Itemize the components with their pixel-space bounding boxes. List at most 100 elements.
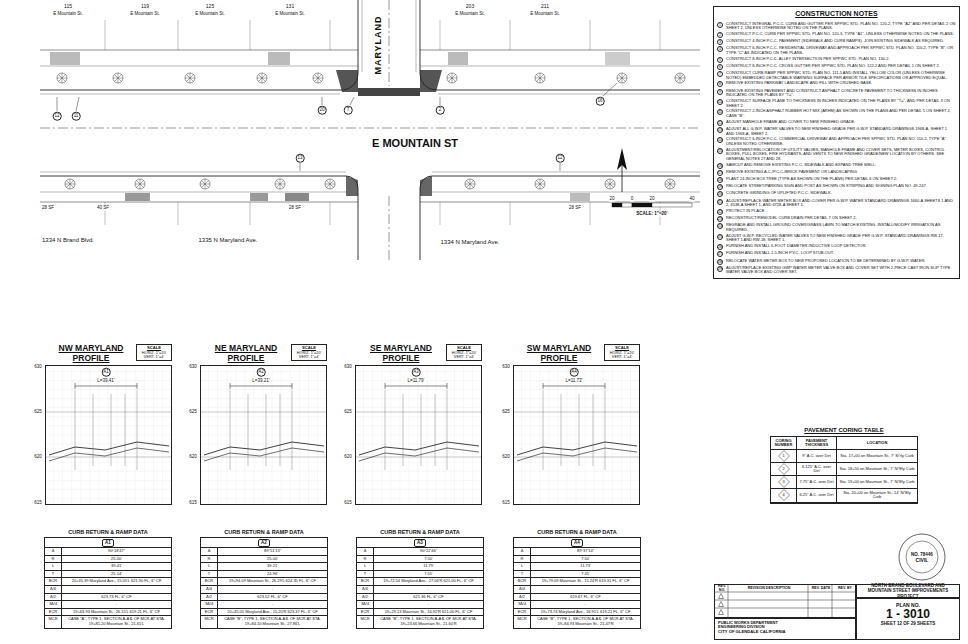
- note-row: 10CONSTRUCT SURFACE PLANE TO THICKNESS I…: [716, 98, 957, 108]
- note-row: 23RECONSTRUCT/REMODEL CURB DRAIN PER DET…: [716, 216, 957, 223]
- note-row-text: RELOCATE WATER METER BOX TO NEW PROPOSED…: [726, 259, 956, 264]
- stamp-outline: [899, 534, 945, 580]
- plan-label: 625: [34, 410, 43, 415]
- note-row-text: 28: [717, 259, 723, 265]
- table-row: R25.00': [45, 556, 171, 564]
- table-row: Δ/2619.67 FL, 6" CF: [514, 594, 640, 602]
- plan-label: 115: [64, 4, 73, 9]
- note-row-text: 24: [717, 223, 723, 229]
- table-row-text: 19+72.54 Maryland Ave., 27.06'R 621.00 F…: [374, 578, 483, 585]
- table-row: ECR19+29.13 Mountain St., 16.92'R 621.00…: [357, 609, 483, 617]
- table-row-text: -: [531, 586, 640, 593]
- scale-box-text: VERT. 1"=4': [292, 355, 326, 359]
- table-row-text: CASE "A", TYPE 1, SECTION A-A ℄ OF MCR A…: [62, 616, 171, 627]
- plan-label: 28 SF: [568, 206, 581, 211]
- sidewalk-fill: [570, 193, 590, 201]
- revision-grid: [719, 602, 724, 607]
- table-cell-text: 9" A.C. over Dirt: [802, 454, 831, 459]
- table-row-text: -: [374, 586, 483, 593]
- note-row: 17REMOVE EXISTING A.C./P.C.C./BRICK PAVE…: [716, 169, 957, 176]
- note-row-text: ADJUST/REPLACE EXISTING GWP WATER METER …: [726, 266, 956, 275]
- table-row: Δ90°18'47": [45, 548, 171, 556]
- scale-box-text: HORIZ. 1"=20': [292, 351, 326, 355]
- table-header-cell: CORING NUMBER: [771, 437, 797, 450]
- note-row-text: CONSTRUCT 4-INCH P.C.C. PAVEMENT (SIDEWA…: [726, 39, 956, 44]
- table-row-text: 25.00': [62, 556, 171, 563]
- table-cell: Sta. 18+50 on Mountain St., 7' N/'Ely Cu…: [837, 463, 917, 476]
- table-cell: Sta. 20+00 on Mountain St., 14' N/'Ely C…: [837, 489, 917, 502]
- table-row: Δ/2621.36 FL, 6" CF: [357, 594, 483, 602]
- note-row: 29ADJUST/REPLACE EXISTING GWP WATER METE…: [716, 265, 957, 275]
- table-row: ECR20+45.05 Maryland Ave., 15.20'R 623.3…: [201, 609, 327, 617]
- note-row: 18PLANT 24-INCH BOX TREE (TYPE AS SHOWN …: [716, 176, 957, 183]
- callout-number: 12: [556, 154, 565, 163]
- callout-number: A1: [102, 368, 111, 377]
- note-row: 16SAWCUT AND REMOVE EXISTING P.C.C. SIDE…: [716, 162, 957, 169]
- callout-header-text: A2: [258, 539, 270, 547]
- revision-grid: [714, 584, 856, 618]
- plan-label: 125: [205, 4, 214, 9]
- tree-symbol: [605, 179, 615, 189]
- note-row-text: 6: [717, 64, 723, 70]
- table-row-text: R: [357, 556, 374, 563]
- project-title-text: NORTH BRAND BOULEVARD AND MOUNTAIN STREE…: [857, 583, 959, 599]
- note-row-text: CONSTRUCT P.C.C. CURB PER SPPWC STD. PLA…: [726, 32, 956, 37]
- plan-label: 20: [649, 197, 655, 202]
- note-row-text: 3: [717, 39, 723, 45]
- table-row: 3Δ/4-: [45, 601, 171, 609]
- plan-label: 620: [34, 455, 43, 460]
- revision-table-text: REVISION DESCRIPTION: [729, 585, 809, 593]
- callout-header-text: A3: [414, 539, 426, 547]
- table-row-text: 623.52 FL, 6" CF: [218, 594, 327, 601]
- table-row-text: CASE "B", TYPE 1, SECTION A-A ℄ OF MCR A…: [374, 616, 483, 627]
- sidewalk-fill: [346, 176, 358, 196]
- table-row-text: T: [45, 571, 62, 578]
- plan-label: 630: [34, 365, 43, 370]
- callout-header: A4: [514, 538, 640, 548]
- coring-diamond: [778, 451, 789, 462]
- tree-symbol: [257, 73, 267, 83]
- note-row-text: 25: [717, 234, 723, 240]
- engineer-stamp: NO. 78446CIVIL: [898, 533, 946, 581]
- note-row-text: FURNISH AND INSTALL 6-FOOT DIAMETER INDU…: [726, 244, 956, 249]
- table-row-text: Δ/2: [514, 594, 531, 601]
- revision-table: REV. NO.REVISION DESCRIPTIONREV. DATEREV…: [714, 584, 856, 618]
- table-row: Δ/4-: [45, 586, 171, 594]
- scale-bar: [622, 203, 632, 207]
- plan-label: 625: [502, 410, 511, 415]
- table-row-text: 3Δ/4: [201, 601, 218, 608]
- table-row-text: 3Δ/4: [45, 601, 62, 608]
- curb-data-table-text: CURB RETURN & RAMP DATA: [357, 529, 483, 535]
- table-row-text: CASE "B", TYPE 1, SECTION A-A ℄ OF MCR A…: [531, 616, 640, 627]
- note-row: 15ADJUSTMENT/RELOCATION OF UTILITY VALVE…: [716, 147, 957, 162]
- plan-number-block-text: PLAN NO.: [857, 599, 959, 608]
- callout-header: A2: [201, 538, 327, 548]
- callout-number: A4: [570, 368, 579, 377]
- table-cell-text: Sta. 17+00 on Mountain St., 7' S/'rly Cu…: [840, 454, 913, 459]
- note-row: 19RELOCATE STREET/PARKING SIGN AND POST …: [716, 184, 957, 191]
- table-row-text: MCR: [514, 616, 531, 627]
- note-row: 4CONSTRUCT 6-INCH P.C.C. RESIDENTIAL DRI…: [716, 46, 957, 56]
- profile-graph: [45, 365, 172, 505]
- curb-data-table: CURB RETURN & RAMP DATAA3Δ90°22'46"R7.50…: [356, 537, 484, 629]
- note-row-text: RECONSTRUCT/REMODEL CURB DRAIN PER DETAI…: [726, 216, 956, 221]
- table-cell: 7.75" A.C. over Dirt: [797, 476, 837, 489]
- table-row-text: Δ: [45, 548, 62, 555]
- note-row-text: FURNISH AND INSTALL 1.5-INCH P.V.C. LOOP…: [726, 251, 956, 256]
- table-row: BCR20+45.39 Maryland Ave., 15.05'L 621.9…: [45, 578, 171, 586]
- note-row-text: SAWCUT AND REMOVE EXISTING P.C.C. SIDEWA…: [726, 163, 956, 168]
- callout-number: 12: [53, 112, 62, 121]
- table-row: Δ/4-: [201, 586, 327, 594]
- plan-label: 28 SF: [41, 206, 54, 211]
- table-row-text: MCR: [357, 616, 374, 627]
- note-row-text: 8: [717, 81, 723, 87]
- profile-graph: [355, 365, 482, 505]
- table-cell: Sta. 19+00 on Mountain St., 7' N/'Ely Cu…: [837, 476, 917, 489]
- table-row-text: 25.14': [62, 571, 171, 578]
- table-row-text: 39.41': [62, 563, 171, 570]
- sidewalk-fill: [420, 70, 442, 92]
- curb-data-table: CURB RETURN & RAMP DATAA4Δ89°37'14"R7.50…: [513, 537, 641, 629]
- tree-symbol: [535, 179, 545, 189]
- note-row-text: REGRADE AND INSTALL GROUND COVER/GRASS L…: [726, 223, 956, 232]
- street-plan: [40, 50, 700, 202]
